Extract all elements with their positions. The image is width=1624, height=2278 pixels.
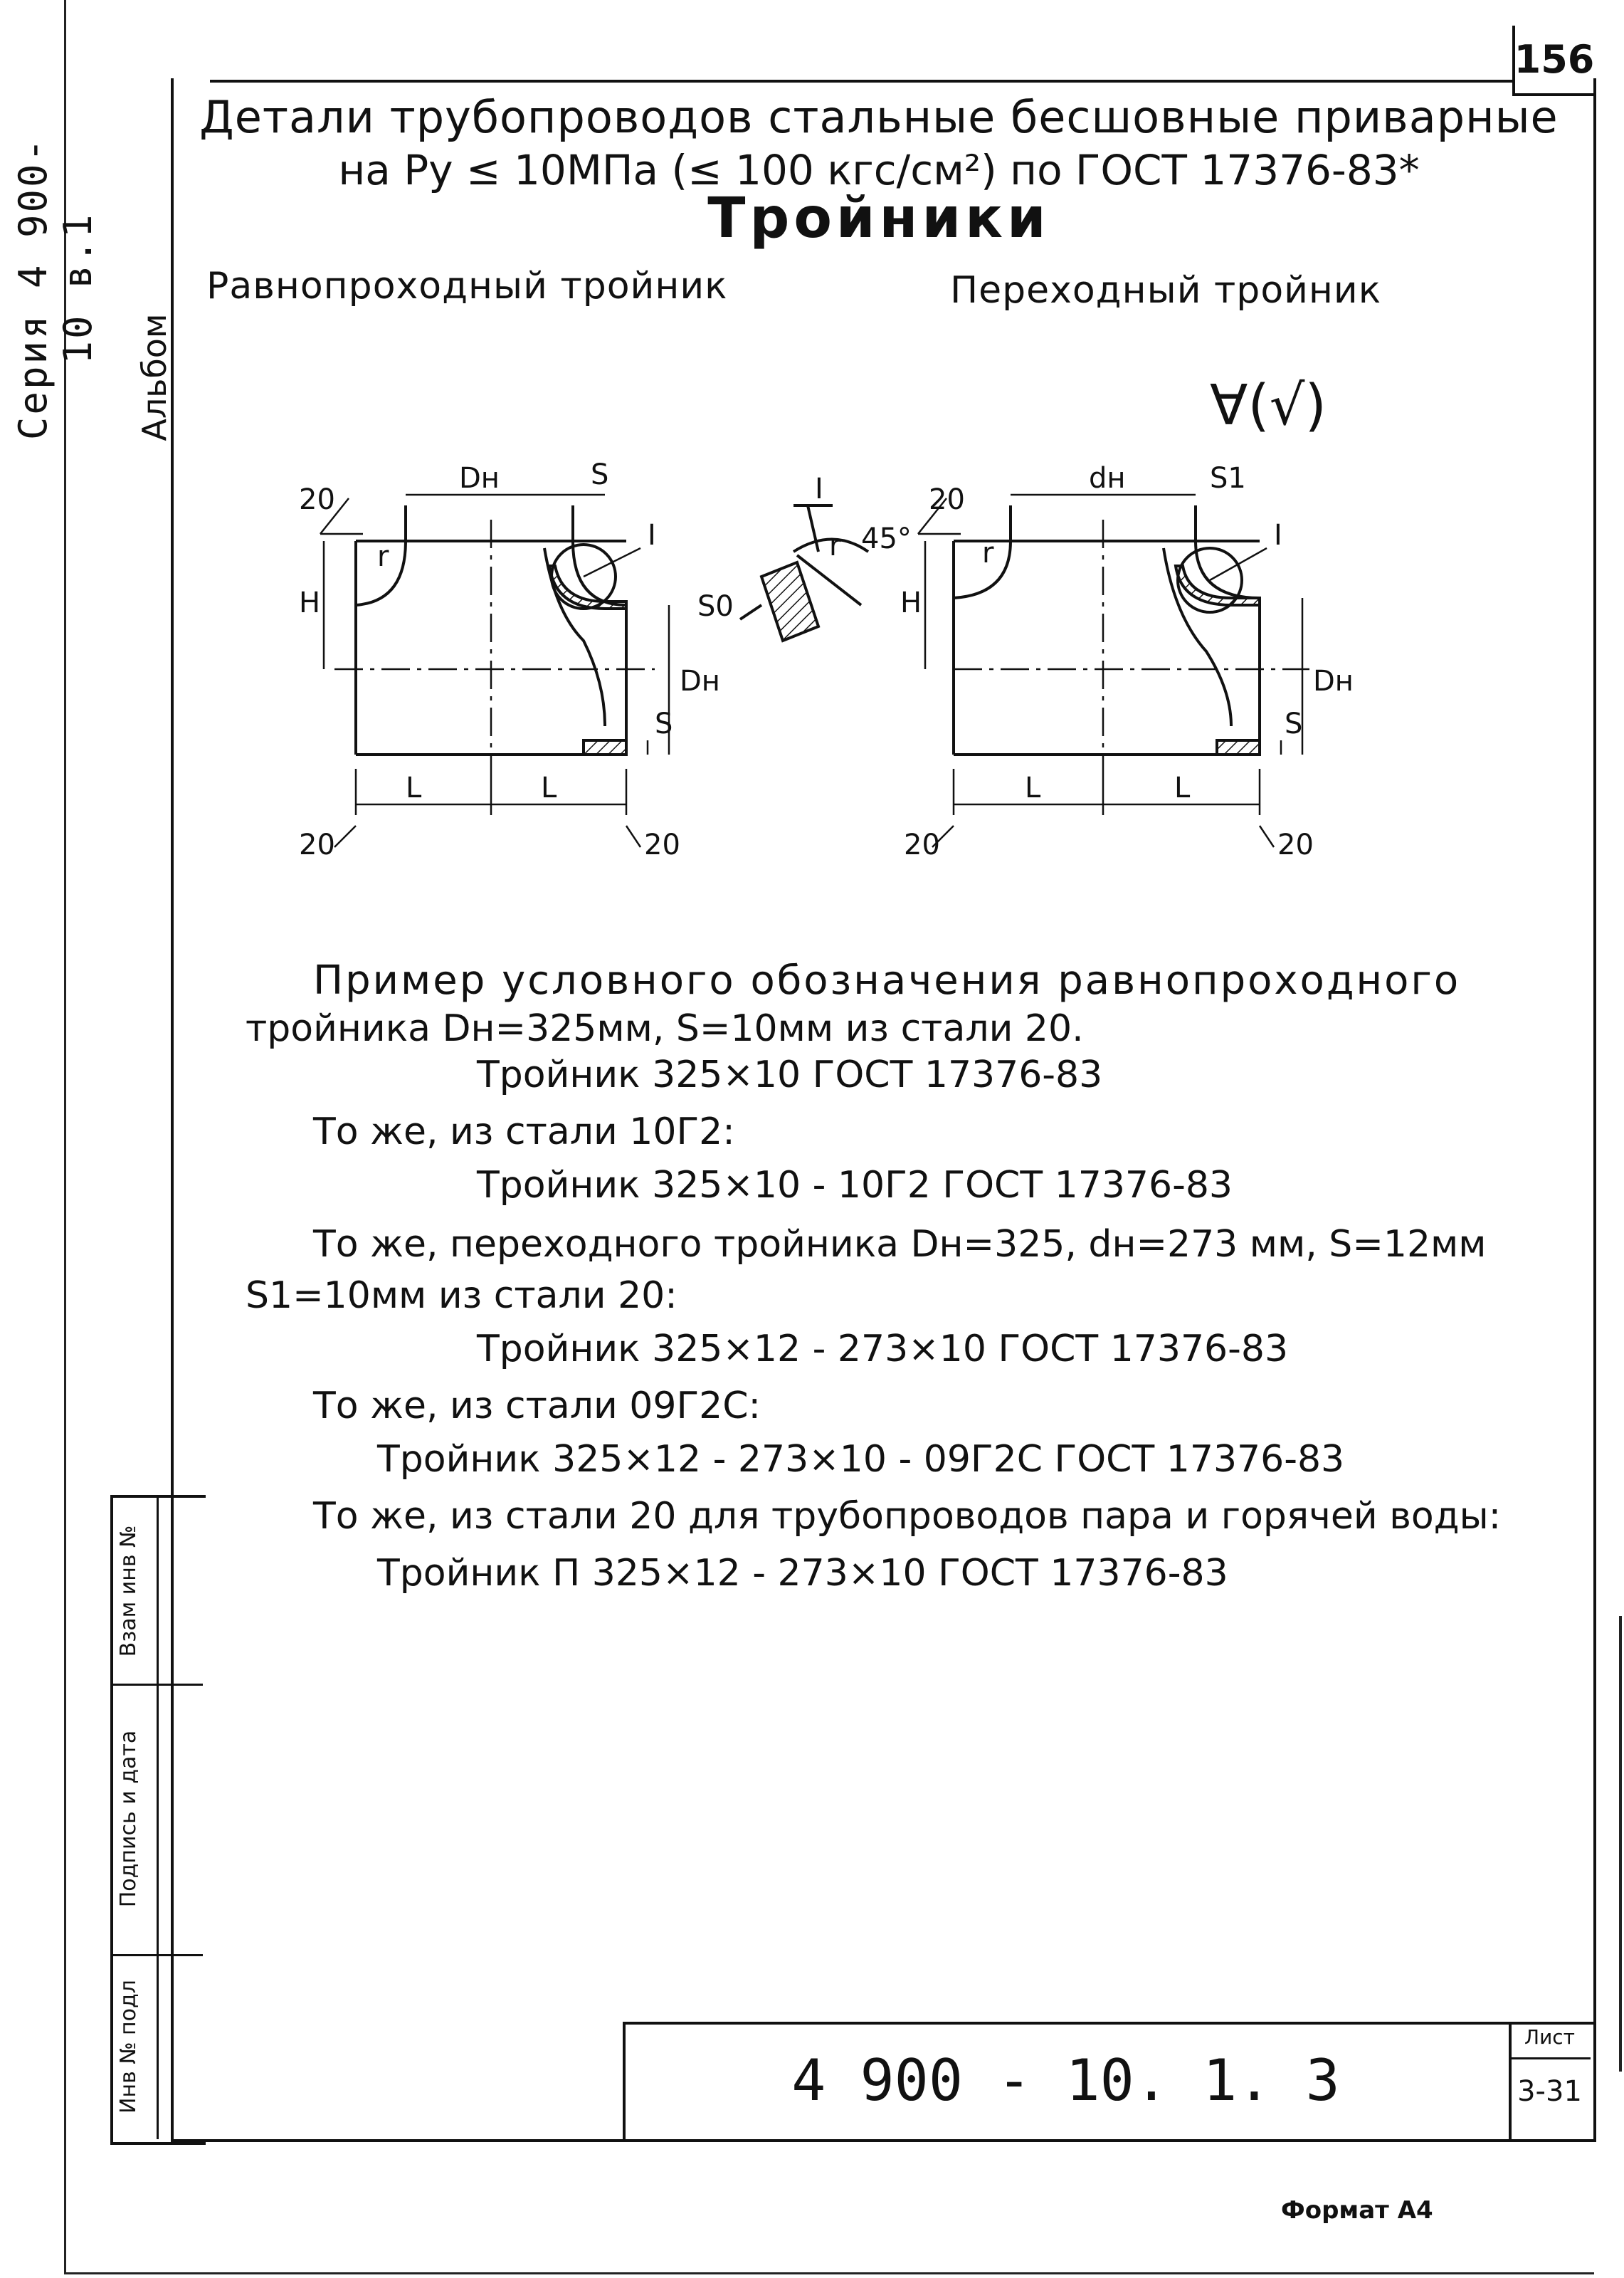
label-r-mid: r <box>829 530 841 562</box>
side-stamp-row-1 <box>110 1684 203 1686</box>
body-line-12: Тройник П 325×12 - 273×10 ГОСТ 17376-83 <box>377 1552 1228 1595</box>
sheet-number: 156 <box>1512 26 1594 96</box>
sheet-left-edge <box>64 0 66 2274</box>
roughness-mark: ∀(√) <box>1210 374 1327 438</box>
title-line-3: Тройники <box>707 187 1050 251</box>
side-stamp-divider <box>157 1495 159 2139</box>
stamp-col-1: Взам инв № <box>116 1525 141 1657</box>
label-rough-right-right: 20 <box>1277 829 1314 861</box>
body-line-5: Тройник 325×10 - 10Г2 ГОСТ 17376-83 <box>477 1164 1233 1207</box>
tee-drawing: Dн S I r H L L Dн S 20 20 20 I r 45° S0 … <box>299 458 1354 861</box>
reducing-tee-outline <box>952 505 1261 756</box>
side-series-label: Серия 4 900-10 в.1 <box>11 136 100 441</box>
label-s: S <box>591 458 608 491</box>
label-l-left-1: L <box>406 772 422 804</box>
body-line-4: То же, из стали 10Г2: <box>313 1111 735 1153</box>
title-block <box>623 2022 1593 2142</box>
drawing-frame-top <box>210 80 1512 83</box>
label-r-left: r <box>377 540 389 573</box>
label-detail-right: I <box>1274 519 1282 552</box>
label-h-right: H <box>900 587 922 619</box>
body-line-11: То же, из стали 20 для трубопроводов пар… <box>313 1495 1502 1538</box>
body-line-10: Тройник 325×12 - 273×10 - 09Г2С ГОСТ 173… <box>377 1438 1345 1481</box>
body-line-6: То же, переходного тройника Dн=325, dн=2… <box>313 1223 1487 1266</box>
drawing-frame <box>171 78 1596 2142</box>
sheet-label: Лист <box>1524 2025 1575 2049</box>
label-rough-left-right: 20 <box>644 829 680 861</box>
label-angle: 45° <box>861 523 912 555</box>
label-dn-right-vert: Dн <box>1313 665 1354 698</box>
label-rough-left-bottom: 20 <box>299 829 335 861</box>
body-line-3: Тройник 325×10 ГОСТ 17376-83 <box>477 1054 1103 1096</box>
side-album-label: Альбом <box>135 313 174 441</box>
side-stamp-row-2 <box>110 1954 203 1956</box>
label-h-left: H <box>299 587 320 619</box>
label-detail-mid: I <box>815 473 823 505</box>
label-s0: S0 <box>697 590 734 623</box>
title-block-divider <box>1509 2022 1512 2139</box>
title-line-1: Детали трубопроводов стальные бесшовные … <box>199 91 1559 143</box>
body-line-7: S1=10мм из стали 20: <box>246 1274 677 1317</box>
sheet-right-edge <box>1619 1616 1622 2072</box>
sheet-label-divider <box>1509 2057 1591 2059</box>
title-line-2: на Ру ≤ 10МПа (≤ 100 кгс/см²) по ГОСТ 17… <box>338 146 1420 194</box>
label-s-left-vert: S <box>655 708 673 740</box>
label-dn: Dн <box>459 462 500 495</box>
sheet-bottom-edge <box>64 2272 1594 2274</box>
body-line-8: Тройник 325×12 - 273×10 ГОСТ 17376-83 <box>477 1328 1289 1370</box>
stamp-col-3: Инв № подл <box>116 1980 141 2114</box>
label-l-right-2: L <box>1174 772 1191 804</box>
caption-equal-tee: Равнопроходный тройник <box>206 265 728 308</box>
document-code: 4 900 - 10. 1. 3 <box>791 2047 1340 2114</box>
label-dh: dн <box>1089 462 1126 495</box>
stamp-col-2: Подпись и дата <box>116 1730 141 1908</box>
label-rough-right-top: 20 <box>929 483 965 516</box>
label-l-left-2: L <box>541 772 557 804</box>
body-line-2: тройника Dн=325мм, S=10мм из стали 20. <box>246 1007 1084 1050</box>
sheet-value: 3-31 <box>1517 2075 1582 2108</box>
format-label: Формат А4 <box>1281 2196 1433 2225</box>
caption-reducing-tee: Переходный тройник <box>950 269 1382 312</box>
label-s1: S1 <box>1210 462 1246 495</box>
label-rough-right-bottom: 20 <box>904 829 940 861</box>
body-line-9: То же, из стали 09Г2С: <box>313 1385 761 1427</box>
label-detail-left: I <box>648 519 656 552</box>
label-s-right-vert: S <box>1285 708 1302 740</box>
label-l-right-1: L <box>1025 772 1041 804</box>
label-r-right: r <box>982 537 994 570</box>
label-dn-left-vert: Dн <box>680 665 720 698</box>
label-rough-left-top: 20 <box>299 483 335 516</box>
body-line-1: Пример условного обозначения равнопроход… <box>313 957 1461 1004</box>
detail-I-view <box>739 504 870 643</box>
